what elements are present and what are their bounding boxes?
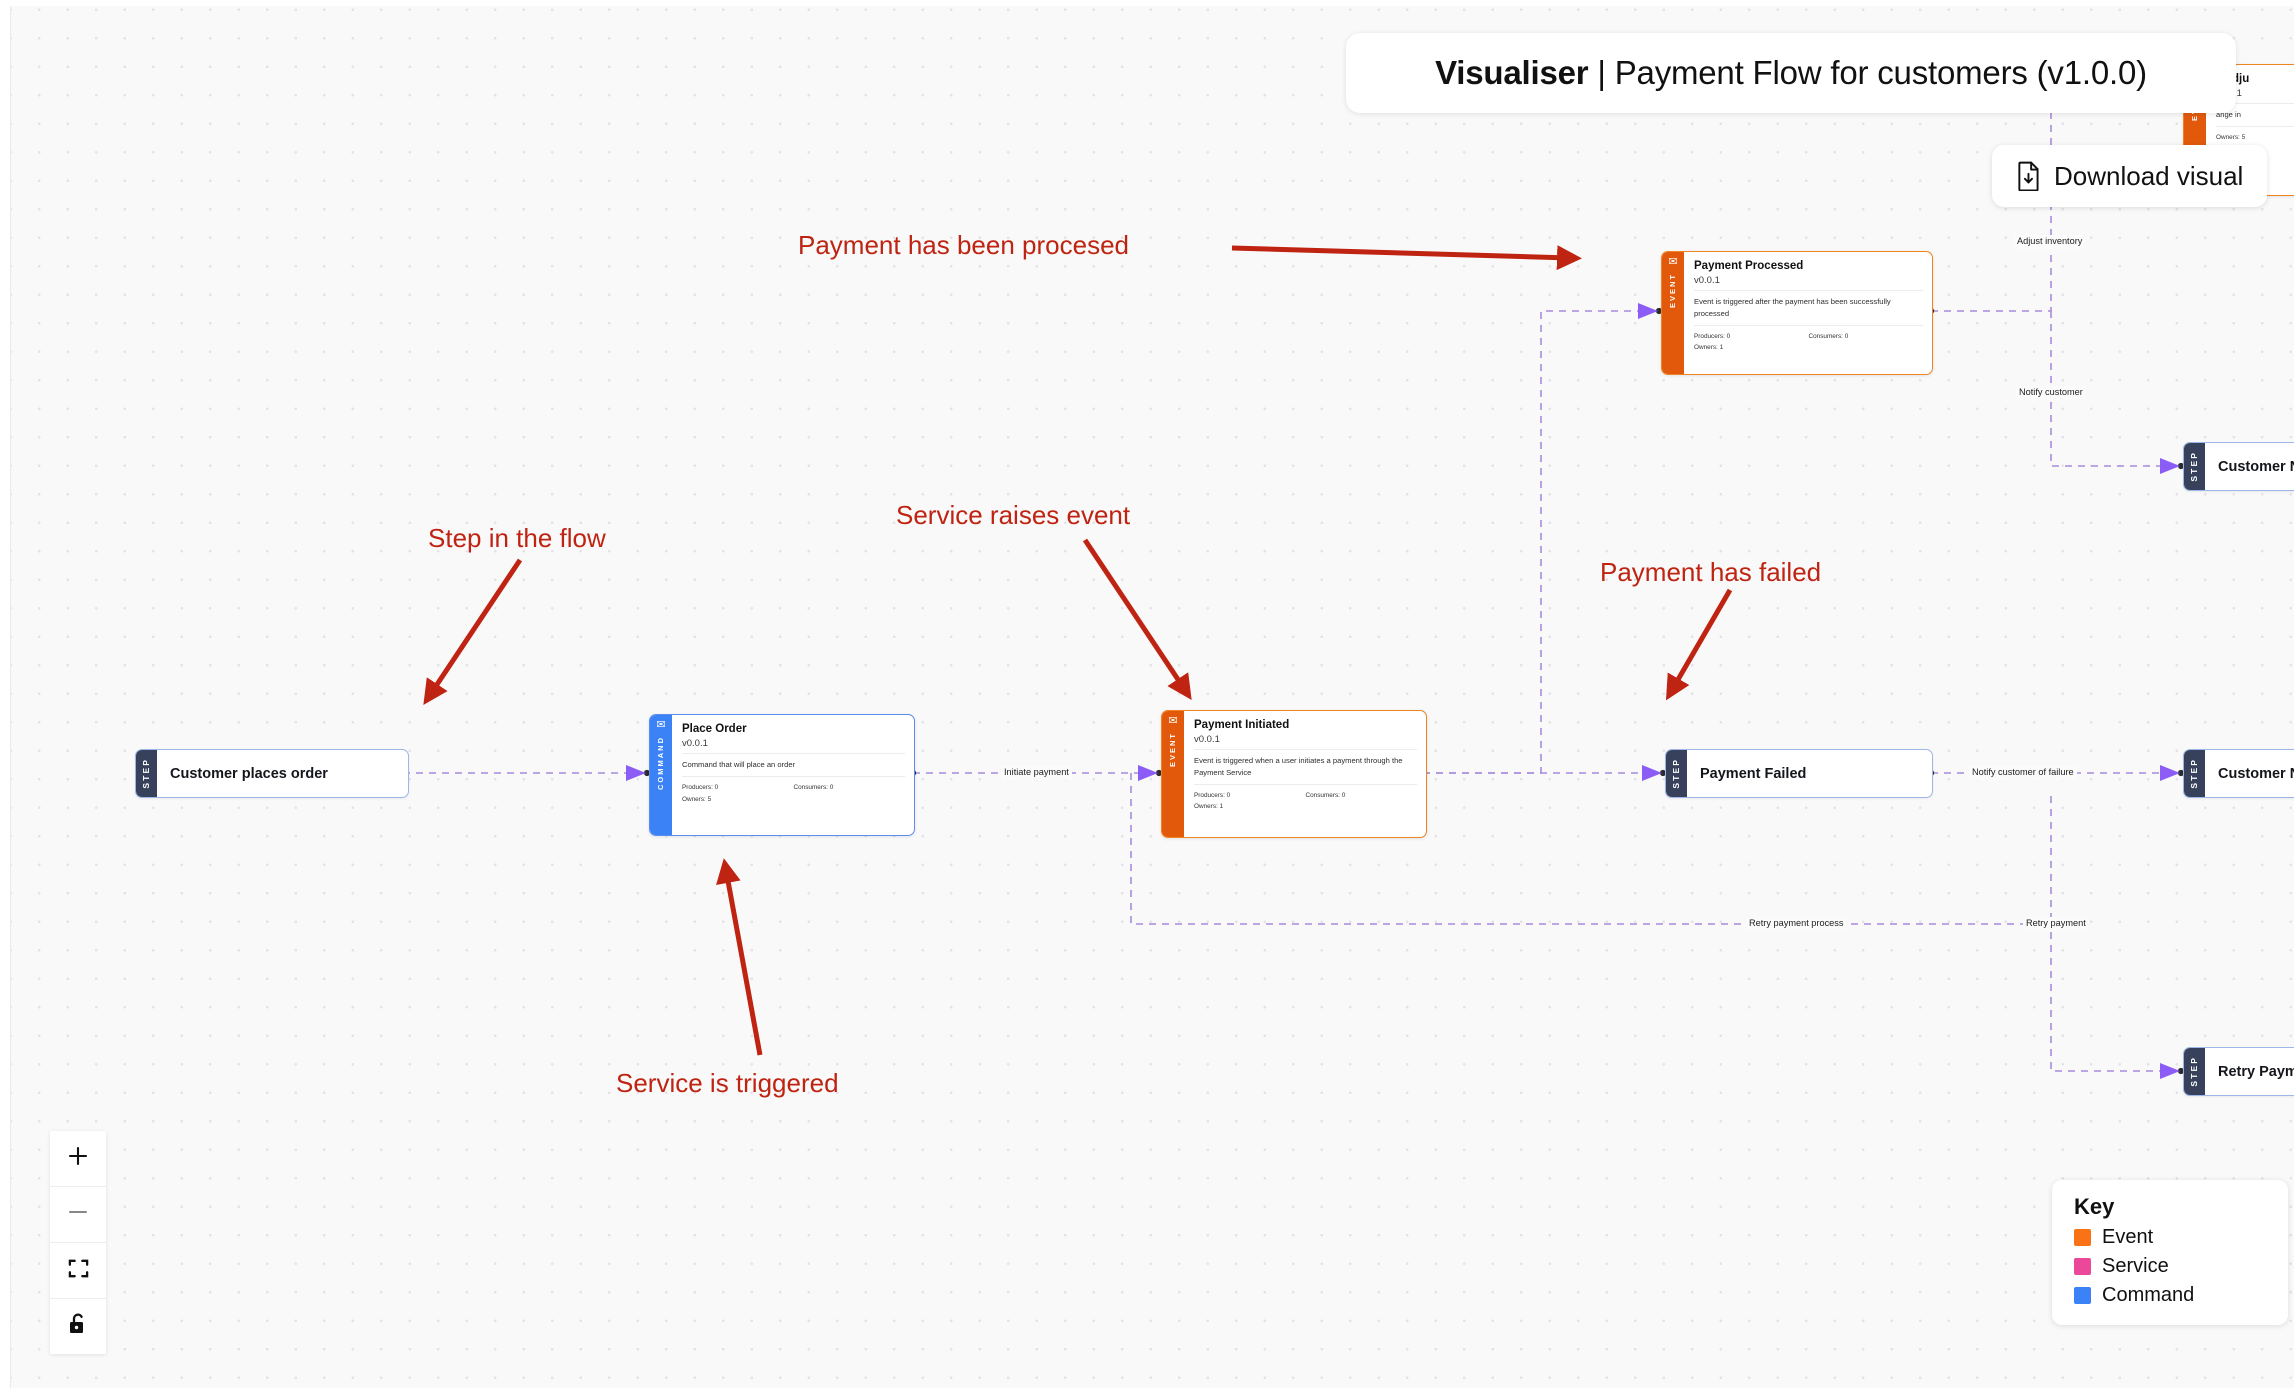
owners-count: Owners: 5 xyxy=(682,795,712,803)
node-body: Payment Processed v0.0.1 Event is trigge… xyxy=(1684,252,1932,374)
step-rail: STEP xyxy=(1666,750,1687,797)
node-title: Payment Initiated xyxy=(1194,719,1290,731)
key-item-event: Event xyxy=(2074,1226,2270,1249)
annotation-payment-processed: Payment has been procesed xyxy=(798,230,1129,260)
node-label: Retry Payme xyxy=(2218,1063,2294,1080)
edge-label-notify-customer-of-failure: Notify customer of failure xyxy=(1969,766,2077,780)
node-version: v0.0.1 xyxy=(1194,734,1417,751)
node-meta: Owners: 5 xyxy=(2216,127,2294,144)
annotation-payment-has-failed: Payment has failed xyxy=(1600,557,1822,587)
file-download-icon xyxy=(2016,161,2042,191)
event-color-swatch xyxy=(2074,1229,2091,1246)
node-customer-notified-mid[interactable]: STEP Customer No xyxy=(2183,749,2294,798)
node-payment-initiated[interactable]: ✉ EVENT Payment Initiated v0.0.1 Event i… xyxy=(1161,710,1427,838)
node-payment-failed[interactable]: STEP Payment Failed xyxy=(1665,749,1933,798)
lock-button[interactable] xyxy=(50,1299,106,1354)
key-label: Event xyxy=(2102,1226,2154,1248)
node-description: Event is triggered when a user initiates… xyxy=(1194,750,1417,785)
zoom-in-button[interactable] xyxy=(50,1131,106,1187)
node-meta: Producers: 0 Owners: 5 Consumers: 0 xyxy=(682,777,905,805)
plus-icon xyxy=(66,1144,90,1173)
download-visual-label: Download visual xyxy=(2054,160,2244,191)
zoom-controls xyxy=(50,1131,106,1354)
page-title-app: Visualiser xyxy=(1435,54,1589,91)
step-rail: STEP xyxy=(136,750,157,797)
envelope-icon: ✉ xyxy=(1168,715,1178,727)
node-payment-processed[interactable]: ✉ EVENT Payment Processed v0.0.1 Event i… xyxy=(1661,251,1933,375)
service-color-swatch xyxy=(2074,1258,2091,1275)
node-label: Customer No xyxy=(2218,765,2294,782)
node-label: Payment Failed xyxy=(1700,765,1807,782)
unlock-icon xyxy=(67,1312,89,1341)
consumers-count: Consumers: 0 xyxy=(1808,332,1849,340)
edge-label-retry-payment: Retry payment xyxy=(2023,917,2089,931)
page-title: Visualiser | Payment Flow for customers … xyxy=(1435,54,2147,92)
event-rail: ✉ EVENT xyxy=(1662,252,1684,374)
node-description: Command that will place an order xyxy=(682,754,905,778)
key-item-service: Service xyxy=(2074,1255,2270,1278)
owners-count: Owners: 5 xyxy=(2216,134,2246,142)
step-rail: STEP xyxy=(2184,750,2205,797)
annotation-step-in-the-flow: Step in the flow xyxy=(428,523,606,553)
step-rail: STEP xyxy=(2184,1048,2205,1095)
node-version: v0.0.1 xyxy=(682,738,905,755)
producers-count: Producers: 0 xyxy=(1694,332,1731,340)
edge-label-adjust-inventory: Adjust inventory xyxy=(2014,235,2086,249)
download-visual-button[interactable]: Download visual xyxy=(1992,145,2268,207)
fit-view-button[interactable] xyxy=(50,1243,106,1299)
node-title: Payment Processed xyxy=(1694,260,1804,272)
producers-count: Producers: 0 xyxy=(1194,791,1231,799)
node-label: Customer places order xyxy=(170,765,328,782)
annotation-service-is-triggered: Service is triggered xyxy=(616,1068,839,1098)
owners-count: Owners: 1 xyxy=(1194,803,1224,811)
node-customer-places-order[interactable]: STEP Customer places order xyxy=(135,749,409,798)
envelope-icon: ✉ xyxy=(1668,256,1678,268)
fit-screen-icon xyxy=(67,1257,90,1285)
zoom-out-button[interactable] xyxy=(50,1187,106,1243)
node-label: Customer No xyxy=(2218,458,2294,475)
node-version: v0.0.1 xyxy=(1694,275,1923,292)
command-color-swatch xyxy=(2074,1287,2091,1304)
key-label: Command xyxy=(2102,1284,2195,1306)
visualiser-title-panel: Visualiser | Payment Flow for customers … xyxy=(1346,33,2236,113)
edge-label-notify-customer: Notify customer xyxy=(2016,386,2086,400)
node-meta: Producers: 0 Owners: 1 Consumers: 0 xyxy=(1194,785,1417,813)
node-title: Place Order xyxy=(682,723,747,735)
node-description: ange in xyxy=(2216,104,2294,128)
owners-count: Owners: 1 xyxy=(1694,344,1724,352)
node-meta: Producers: 0 Owners: 1 Consumers: 0 xyxy=(1694,326,1923,354)
node-description: Event is triggered after the payment has… xyxy=(1694,291,1923,326)
step-rail: STEP xyxy=(2184,443,2205,490)
flow-canvas[interactable]: Initiate payment Adjust inventory Notify… xyxy=(10,6,2294,1388)
node-customer-notified-top[interactable]: STEP Customer No xyxy=(2183,442,2294,491)
minus-icon xyxy=(66,1200,90,1229)
key-item-command: Command xyxy=(2074,1284,2270,1307)
consumers-count: Consumers: 0 xyxy=(1305,791,1346,799)
edge-label-initiate-payment: Initiate payment xyxy=(1001,766,1072,780)
command-rail: ✉ COMMAND xyxy=(650,715,672,835)
event-rail: ✉ EVENT xyxy=(1162,711,1184,837)
node-body: Payment Initiated v0.0.1 Event is trigge… xyxy=(1184,711,1426,837)
annotation-service-raises-event: Service raises event xyxy=(896,500,1131,530)
node-place-order[interactable]: ✉ COMMAND Place Order v0.0.1 Command tha… xyxy=(649,714,915,836)
key-legend-panel: Key Event Service Command xyxy=(2052,1180,2288,1325)
key-title: Key xyxy=(2074,1194,2115,1219)
key-label: Service xyxy=(2102,1255,2169,1277)
page-title-subject: | Payment Flow for customers (v1.0.0) xyxy=(1588,54,2147,91)
edge-label-retry-payment-process: Retry payment process xyxy=(1746,917,1847,931)
node-body: Place Order v0.0.1 Command that will pla… xyxy=(672,715,914,835)
node-retry-payment[interactable]: STEP Retry Payme xyxy=(2183,1047,2294,1096)
producers-count: Producers: 0 xyxy=(682,784,719,792)
envelope-icon: ✉ xyxy=(656,719,666,731)
consumers-count: Consumers: 0 xyxy=(793,784,834,792)
edge-layer xyxy=(141,96,2185,1079)
